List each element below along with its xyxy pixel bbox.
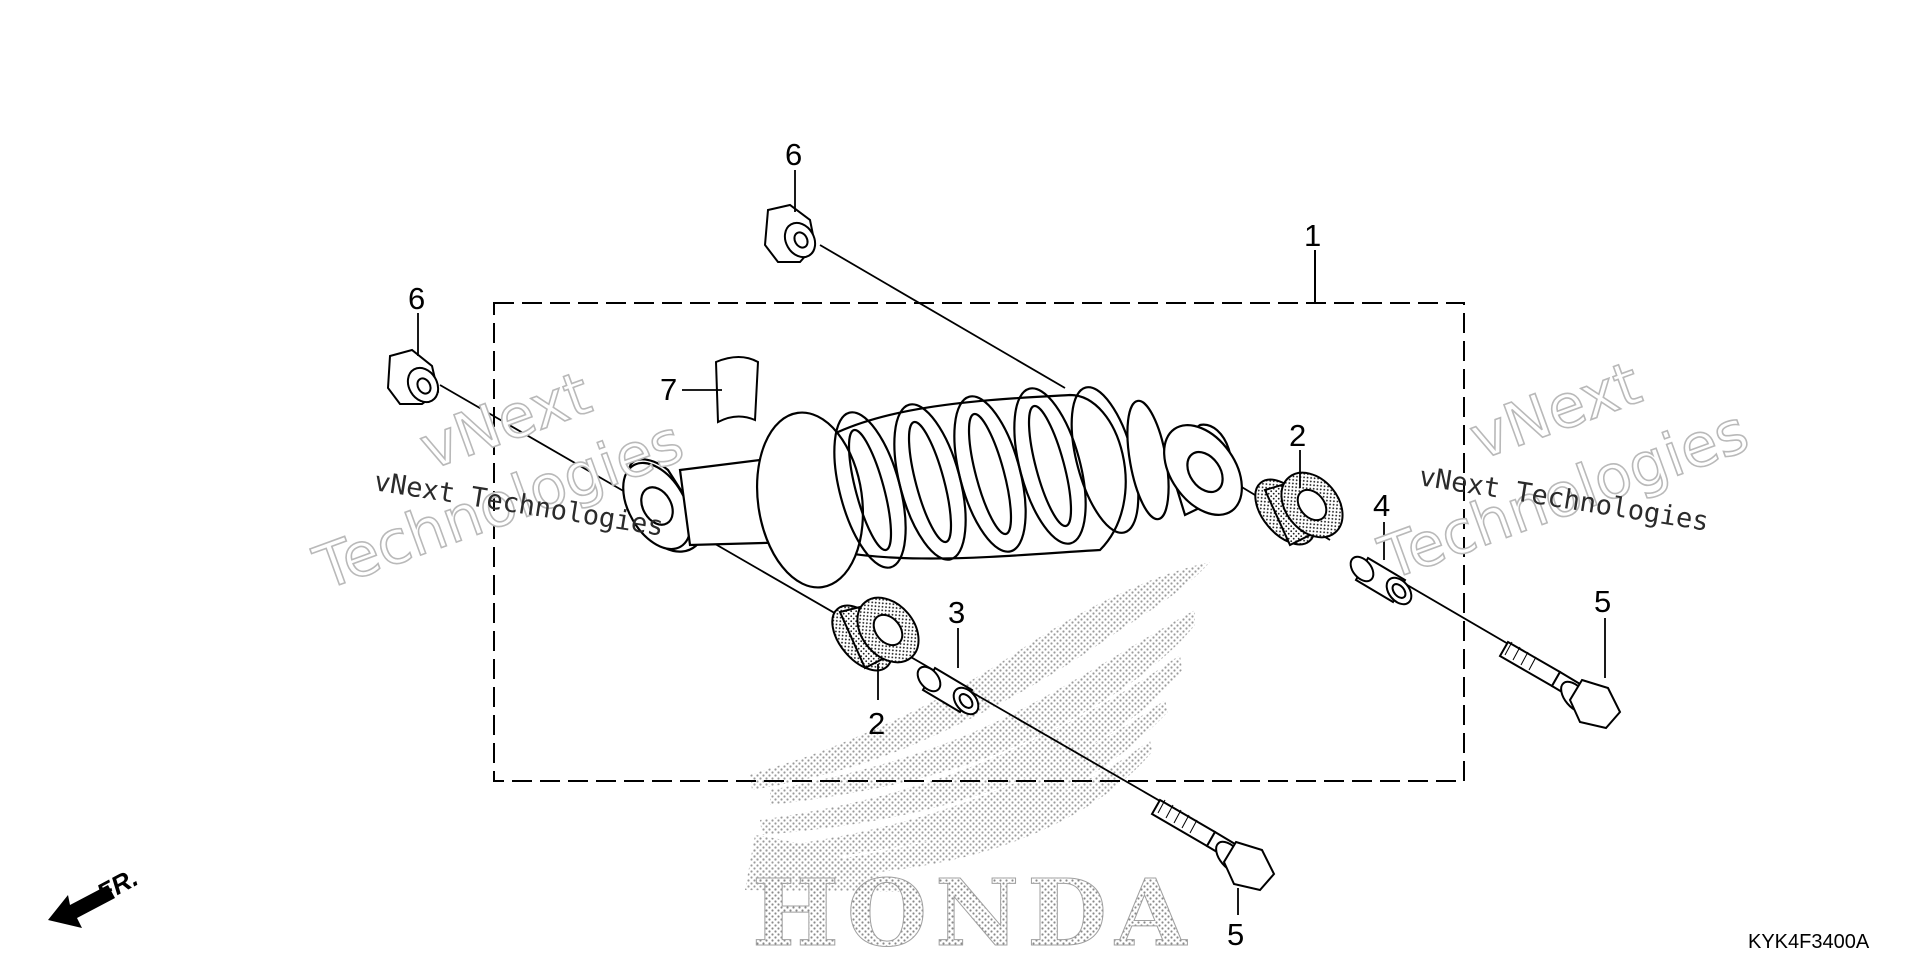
bolt-item-5-upper bbox=[1498, 640, 1622, 730]
callout-5-lower: 5 bbox=[1227, 917, 1244, 952]
callout-1: 1 bbox=[1304, 218, 1321, 253]
nut-item-6-lower bbox=[386, 348, 440, 405]
collar-item-3 bbox=[916, 665, 980, 716]
callout-7: 7 bbox=[660, 372, 677, 407]
bolt-item-5-lower bbox=[1150, 798, 1276, 892]
callout-6-lower: 6 bbox=[408, 281, 425, 316]
callout-3: 3 bbox=[948, 595, 965, 630]
bushing-item-2-right bbox=[1254, 471, 1344, 547]
callout-4: 4 bbox=[1373, 488, 1390, 523]
assembly-outline-box bbox=[493, 302, 1465, 782]
honda-wing-logo bbox=[745, 562, 1210, 892]
nut-item-6-upper bbox=[763, 203, 817, 263]
drawing-code: KYK4F3400A bbox=[1748, 931, 1870, 953]
callout-2-right: 2 bbox=[1289, 418, 1306, 453]
bushing-item-2-left bbox=[831, 596, 920, 672]
collar-item-4 bbox=[1349, 555, 1413, 606]
front-direction-arrow-icon: FR. bbox=[48, 862, 143, 928]
callout-5-upper: 5 bbox=[1594, 584, 1611, 619]
decal-item-7 bbox=[714, 356, 760, 424]
callout-6-upper: 6 bbox=[785, 137, 802, 172]
rear-shock-absorber bbox=[622, 386, 1243, 589]
callout-2-left: 2 bbox=[868, 706, 885, 741]
callout-leader-lines bbox=[417, 170, 1606, 915]
honda-text-watermark: HONDA bbox=[752, 859, 1194, 960]
